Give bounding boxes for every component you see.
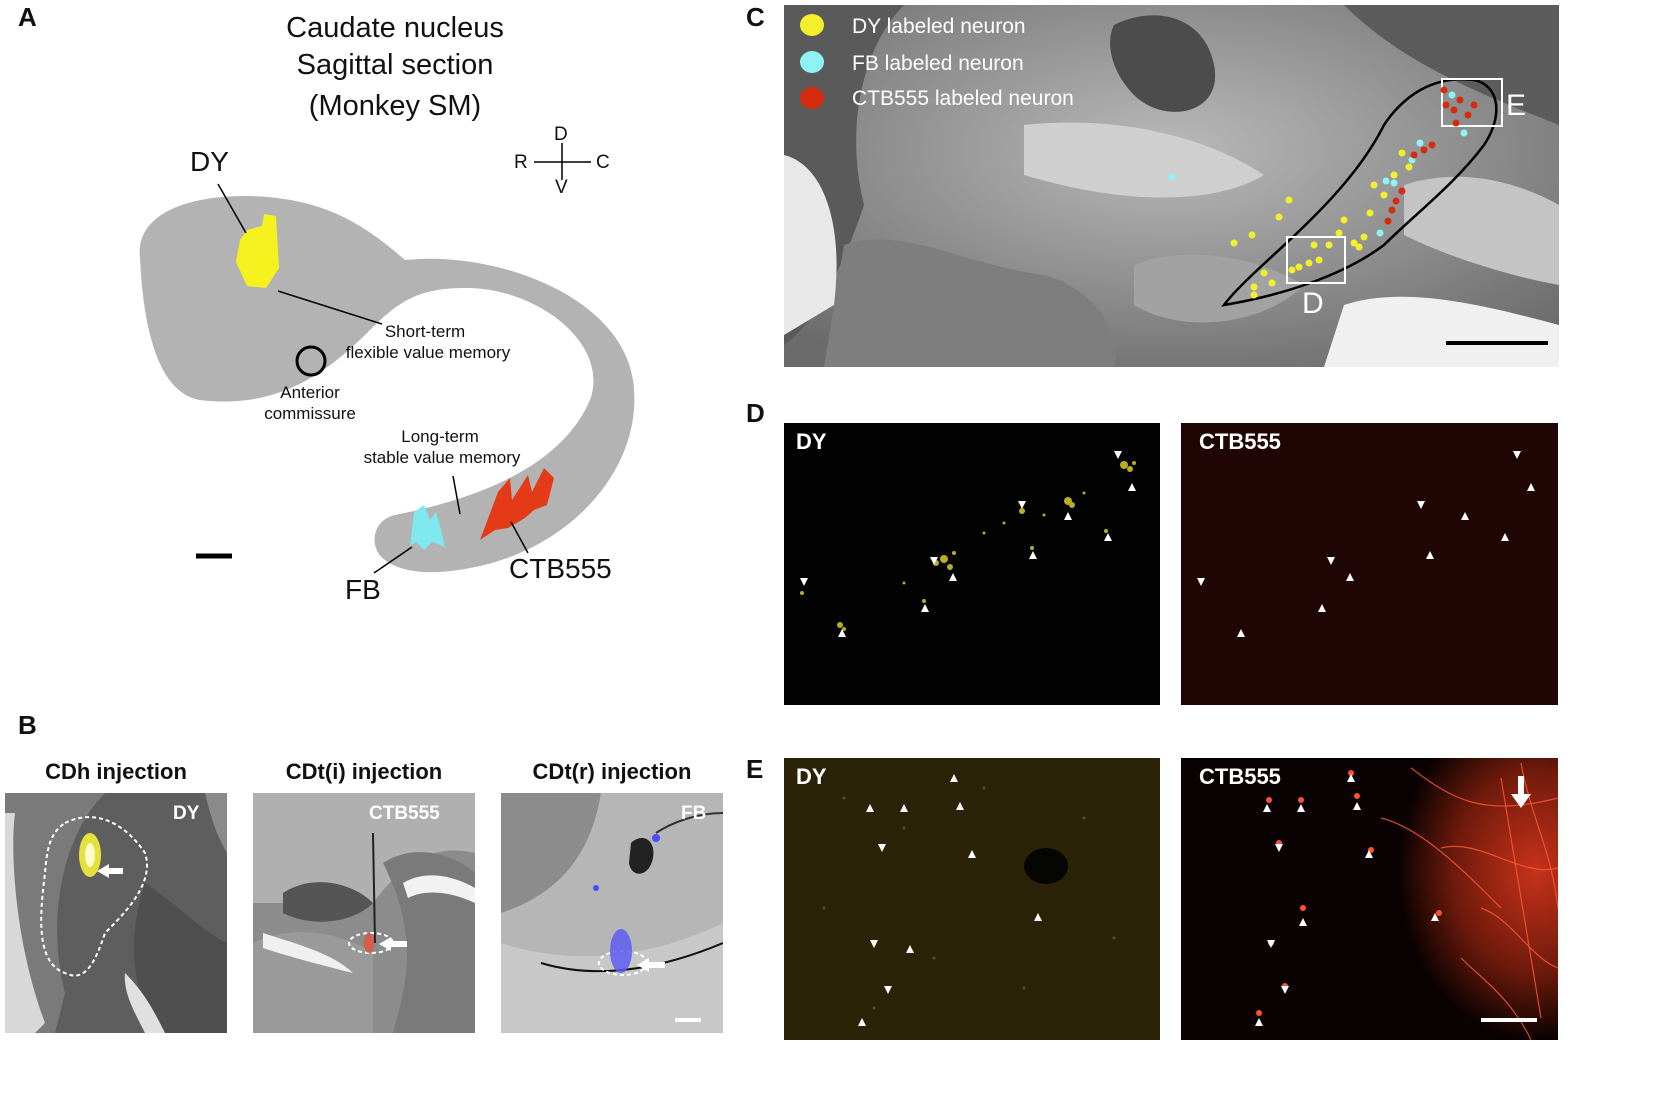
ctb555-injection-site <box>480 468 554 540</box>
panel-a-title-line-3: (Monkey SM) <box>308 90 482 122</box>
ctb555-injection-glow <box>364 933 374 953</box>
panel-label-d: D <box>746 398 765 428</box>
cdti-arrow <box>379 937 407 951</box>
section-image-cdti: CTB555 <box>253 793 475 1033</box>
cdh-arrow <box>97 864 123 878</box>
caudate-diagram <box>139 143 635 574</box>
micrograph-e-ctb555-label: CTB555 <box>1199 764 1281 789</box>
legend-dot-fb <box>800 51 824 73</box>
section-tracer-dy: DY <box>173 803 200 824</box>
inset-box-e <box>1441 78 1503 127</box>
dy-neuron-dots <box>1230 149 1413 299</box>
long-term-leader-line <box>452 475 461 515</box>
anterior-commissure-circle <box>295 345 327 377</box>
short-term-label-2: flexible value memory <box>345 343 511 362</box>
section-title-cdti: CDt(i) injection <box>285 759 443 784</box>
section-tracer-ctb555: CTB555 <box>369 803 440 824</box>
panel-label-b: B <box>18 710 37 740</box>
inset-label-e: E <box>1506 89 1527 122</box>
micrograph-e-dy-label: DY <box>796 764 827 789</box>
long-term-label-1: Long-term <box>401 427 479 446</box>
short-term-leader-line <box>277 290 383 325</box>
micrograph-d-dy-label: DY <box>796 429 827 454</box>
micrograph-d-ctb555: CTB555 <box>1181 423 1558 705</box>
dy-leader-line <box>217 183 247 234</box>
orientation-dorsal: D <box>554 124 568 145</box>
anterior-commissure-label-1: Anterior <box>280 383 340 402</box>
dy-injection-site <box>236 214 279 288</box>
ctb555-label: CTB555 <box>509 553 612 584</box>
orientation-rostral: R <box>514 152 528 173</box>
short-term-label-1: Short-term <box>384 322 466 341</box>
micrograph-e-dy: DY <box>784 758 1160 1040</box>
panel-a-title-line-2: Sagittal section <box>296 49 494 81</box>
cdh-outline <box>40 816 148 977</box>
fb-label: FB <box>345 574 381 605</box>
micrograph-d-ctb555-label: CTB555 <box>1199 429 1281 454</box>
dy-label: DY <box>190 146 229 177</box>
section-tracer-fb: FB <box>681 803 707 824</box>
coronal-section-image: DY labeled neuron FB labeled neuron CTB5… <box>784 5 1559 367</box>
panel-a-title-line-1: Caudate nucleus <box>286 12 504 44</box>
micrograph-d-dy: DY <box>784 423 1160 705</box>
section-title-cdh: CDh injection <box>45 759 187 784</box>
fb-injection-glow <box>610 929 632 973</box>
cdtr-arrow <box>637 958 665 972</box>
fb-leader-line <box>373 546 413 574</box>
fb-neuron-dots <box>1168 91 1468 237</box>
legend-label-ctb555: CTB555 labeled neuron <box>852 87 1074 110</box>
inset-box-d <box>1286 236 1346 284</box>
legend-label-fb: FB labeled neuron <box>852 52 1024 75</box>
section-image-cdtr: FB <box>501 793 723 1033</box>
panel-label-e: E <box>746 754 764 784</box>
long-term-label-2: stable value memory <box>363 448 521 467</box>
panel-label-c: C <box>746 2 765 32</box>
ctb555-leader-line <box>510 521 529 554</box>
section-title-cdtr: CDt(r) injection <box>532 759 692 784</box>
e-ctb555-arrow <box>1511 776 1531 808</box>
inset-label-d: D <box>1302 287 1324 320</box>
micrograph-e-ctb555: CTB555 <box>1181 758 1558 1040</box>
panel-label-a: A <box>18 2 37 32</box>
orientation-ventral: V <box>555 177 568 198</box>
fb-injection-site <box>410 505 445 550</box>
orientation-caudal: C <box>596 152 610 173</box>
section-image-cdh: DY <box>5 793 227 1033</box>
legend-dot-ctb555 <box>800 87 824 109</box>
caudate-tail-outline <box>1221 77 1498 307</box>
caudate-nucleus-shape <box>139 195 635 573</box>
ctb555-neuron-dots <box>1384 86 1478 225</box>
anterior-commissure-label-2: commissure <box>264 404 356 423</box>
legend-label-dy: DY labeled neuron <box>852 15 1026 38</box>
legend-dot-dy <box>800 14 824 36</box>
